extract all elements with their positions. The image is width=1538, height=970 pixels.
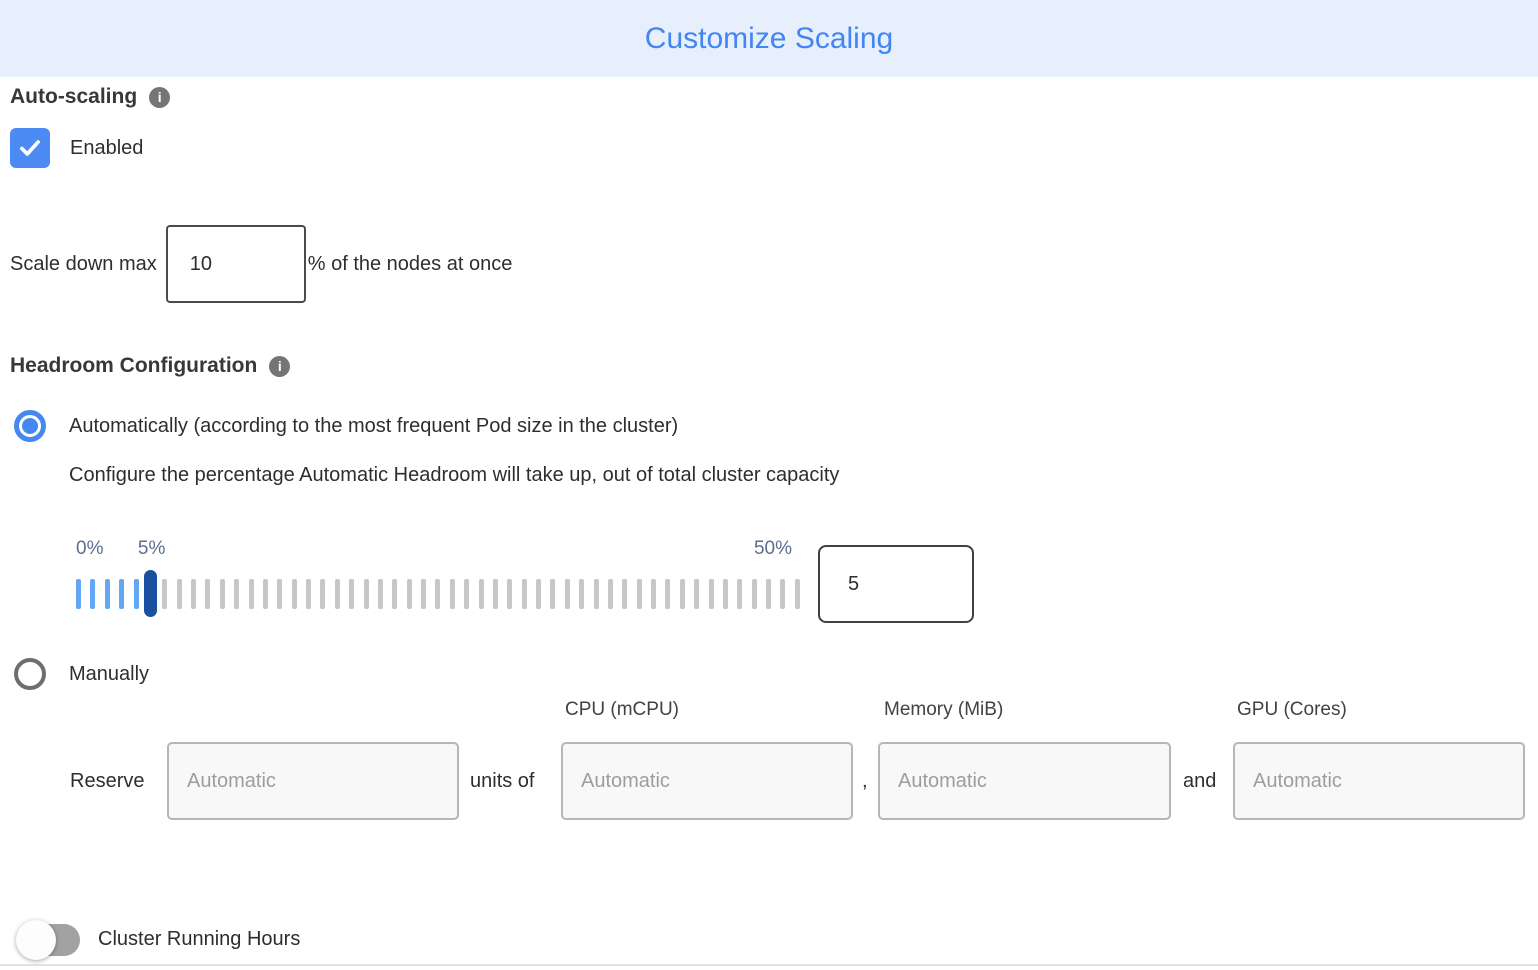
slider-tick xyxy=(205,578,211,609)
checkmark-icon xyxy=(20,140,40,156)
toggle-knob[interactable] xyxy=(16,920,56,960)
info-glyph: i xyxy=(157,89,162,105)
enabled-label: Enabled xyxy=(70,136,144,159)
scale-down-max-input[interactable] xyxy=(165,225,306,303)
radio-dot xyxy=(22,418,38,434)
scale-down-suffix-label: % of the nodes at once xyxy=(307,252,513,275)
slider-tick xyxy=(636,578,642,609)
slider-tick xyxy=(593,578,599,609)
slider-tick xyxy=(291,578,297,609)
cluster-running-hours-label: Cluster Running Hours xyxy=(98,928,301,950)
slider-tick xyxy=(536,578,541,609)
slider-tick xyxy=(464,578,470,609)
slider-min-label: 0% xyxy=(76,538,104,559)
slider-tick xyxy=(119,578,125,609)
slider-tick xyxy=(90,578,96,609)
slider-tick xyxy=(363,578,369,609)
reserve-memory-input[interactable] xyxy=(878,742,1171,820)
slider-tick xyxy=(320,578,326,609)
scale-down-prefix-label: Scale down max xyxy=(10,252,157,275)
headroom-percentage-input[interactable] xyxy=(818,545,974,623)
slider-tick xyxy=(679,578,685,609)
slider-tick xyxy=(262,578,268,609)
slider-tick xyxy=(76,578,81,609)
slider-tick xyxy=(607,578,613,609)
slider-tick xyxy=(751,578,757,609)
slider-tick xyxy=(277,578,283,609)
headroom-slider-handle[interactable] xyxy=(144,570,157,617)
slider-tick xyxy=(651,578,656,609)
slider-tick xyxy=(492,578,498,609)
slider-tick xyxy=(349,578,355,609)
headroom-auto-description: Configure the percentage Automatic Headr… xyxy=(69,464,840,486)
headroom-automatic-label: Automatically (according to the most fre… xyxy=(69,414,679,437)
reserve-label: Reserve xyxy=(70,769,145,792)
info-glyph: i xyxy=(277,358,282,374)
slider-tick xyxy=(421,578,426,609)
info-icon[interactable]: i xyxy=(269,355,291,377)
headroom-slider-track[interactable] xyxy=(76,570,800,617)
slider-tick xyxy=(550,578,556,609)
reserve-gpu-input[interactable] xyxy=(1233,742,1525,820)
slider-tick xyxy=(507,578,513,609)
slider-tick xyxy=(248,578,254,609)
slider-tick xyxy=(737,578,743,609)
slider-tick xyxy=(694,578,700,609)
gpu-column-header: GPU (Cores) xyxy=(1237,699,1347,720)
slider-tick xyxy=(334,578,340,609)
slider-tick xyxy=(377,578,383,609)
slider-tick xyxy=(766,578,771,609)
slider-tick xyxy=(794,578,800,609)
units-of-label: units of xyxy=(470,769,535,792)
slider-tick xyxy=(176,578,182,609)
info-icon[interactable]: i xyxy=(149,86,171,108)
reserve-cpu-input[interactable] xyxy=(561,742,853,820)
bottom-divider xyxy=(0,964,1538,966)
comma-separator: , xyxy=(862,769,868,792)
slider-tick xyxy=(708,578,714,609)
and-separator: and xyxy=(1183,769,1217,792)
slider-tick xyxy=(306,578,311,609)
slider-tick xyxy=(219,578,225,609)
slider-tick xyxy=(234,578,240,609)
auto-scaling-enabled-checkbox[interactable] xyxy=(10,128,50,168)
slider-tick xyxy=(162,578,168,609)
slider-tick xyxy=(392,578,398,609)
page-title: Customize Scaling xyxy=(644,21,894,55)
slider-tick xyxy=(435,578,441,609)
panel-header: Customize Scaling xyxy=(0,0,1538,77)
slider-tick xyxy=(449,578,455,609)
slider-tick xyxy=(622,578,628,609)
headroom-manually-label: Manually xyxy=(69,662,150,685)
slider-current-label: 5% xyxy=(137,538,166,559)
headroom-configuration-label: Headroom Configuration xyxy=(10,354,258,377)
auto-scaling-label: Auto-scaling xyxy=(10,85,138,108)
slider-tick xyxy=(780,578,786,609)
reserve-units-input[interactable] xyxy=(167,742,459,820)
slider-tick xyxy=(104,578,110,609)
memory-column-header: Memory (MiB) xyxy=(884,699,1004,720)
slider-tick xyxy=(564,578,570,609)
slider-tick xyxy=(478,578,484,609)
slider-tick xyxy=(133,578,139,609)
slider-tick xyxy=(579,578,585,609)
cpu-column-header: CPU (mCPU) xyxy=(565,699,679,720)
slider-tick xyxy=(722,578,728,609)
slider-tick xyxy=(521,578,527,609)
headroom-manually-radio[interactable] xyxy=(14,658,46,690)
slider-tick xyxy=(665,578,671,609)
slider-tick xyxy=(406,578,412,609)
slider-tick xyxy=(191,578,196,609)
headroom-automatic-radio[interactable] xyxy=(14,410,46,442)
cluster-running-hours-toggle[interactable] xyxy=(10,918,85,961)
slider-max-label: 50% xyxy=(753,538,792,559)
